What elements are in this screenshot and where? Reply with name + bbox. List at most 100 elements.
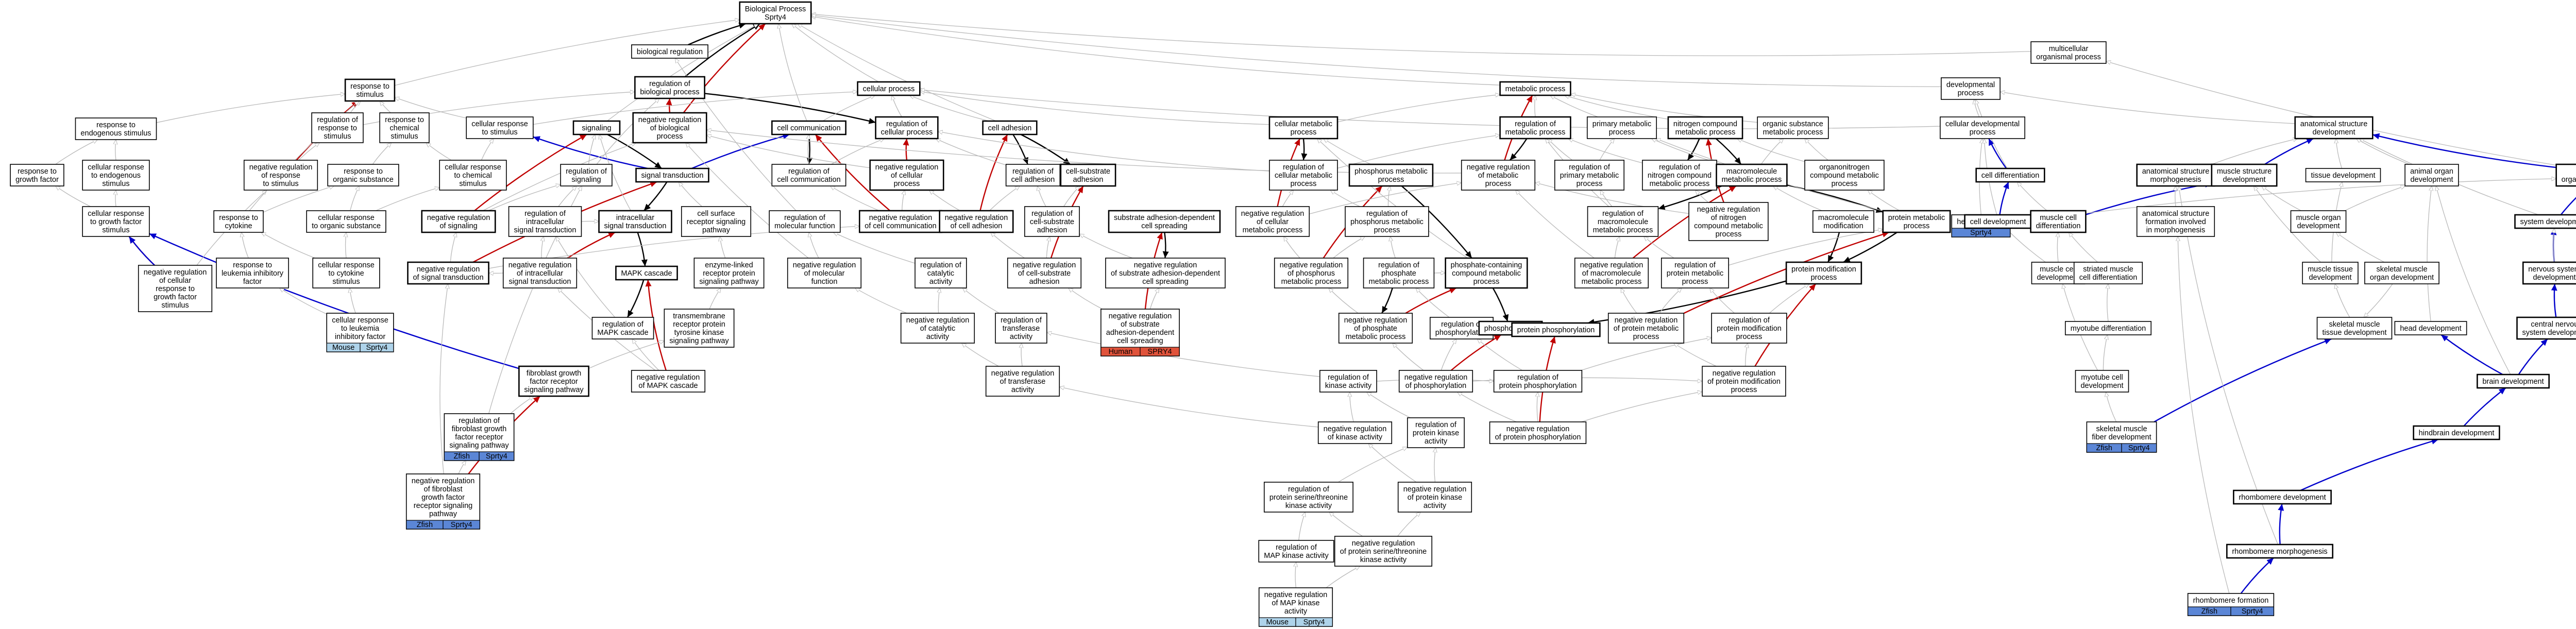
term-node-hindbrain[interactable]: hindbrain development — [2413, 425, 2500, 440]
term-node-sysdev[interactable]: system development — [2514, 214, 2576, 229]
term-node-celladh[interactable]: cell adhesion — [982, 120, 1038, 135]
term-node-rhombmorph[interactable]: rhombomere morphogenesis — [2226, 543, 2333, 559]
term-node-sigtrans[interactable]: signal transduction — [635, 167, 709, 183]
term-node-cellproc[interactable]: cellular process — [857, 81, 921, 96]
term-node-protphos[interactable]: protein phosphorylation — [1511, 322, 1601, 337]
term-node-signaling[interactable]: signaling — [572, 120, 621, 135]
term-node-cellcomm[interactable]: cell communication — [771, 120, 846, 135]
term-node-myotube[interactable]: myotube differentiation — [2064, 321, 2152, 335]
term-node-rhombdev[interactable]: rhombomere development — [2233, 489, 2332, 505]
term-node-headdev[interactable]: head development — [2394, 321, 2467, 335]
term-node-tissuedev[interactable]: tissue development — [2305, 168, 2381, 182]
term-node-metab[interactable]: metabolic process — [1499, 81, 1571, 96]
term-node-celldiff[interactable]: cell differentiation — [1975, 167, 2045, 183]
term-node-mapk[interactable]: MAPK cascade — [615, 265, 678, 281]
